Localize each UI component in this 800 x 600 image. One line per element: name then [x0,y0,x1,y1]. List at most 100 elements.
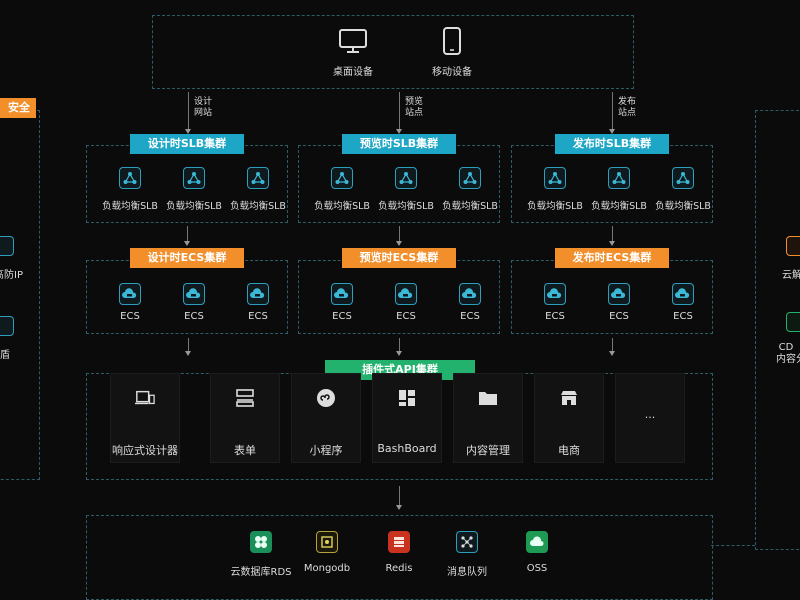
route-arrow-design [185,92,191,134]
ecs-item-label: ECS [120,311,140,322]
plugin-more: ... [615,373,685,463]
ecs-server-icon [672,283,694,305]
laptop-icon [135,388,155,408]
ecs-server-icon [459,283,481,305]
slb-item-label: 负载均衡SLB [166,201,222,212]
storage-label: Redis [385,563,413,574]
arrow-slb-to-ecs-0 [184,226,190,246]
cloud-dns-icon [786,236,800,256]
devices-box [152,15,634,89]
slb-item-label: 负载均衡SLB [655,201,711,212]
load-balancer-icon [183,167,205,189]
desktop-icon [338,28,368,58]
cdn-icon [786,312,800,332]
slb-item-label: 负载均衡SLB [102,201,158,212]
slb-cluster-badge-0: 设计时SLB集群 [130,134,244,154]
slb-cluster-badge-1: 预览时SLB集群 [342,134,456,154]
storage-redis: Redis [364,527,434,577]
load-balancer-icon [672,167,694,189]
load-balancer-icon [459,167,481,189]
waf-label: 盾 [0,350,10,361]
right-connector [711,545,755,546]
load-balancer-icon [247,167,269,189]
ecs-item-label: ECS [609,311,629,322]
arrow-slb-to-ecs-1 [396,226,402,246]
load-balancer-icon [119,167,141,189]
right-panel [755,110,800,550]
form-icon [235,388,255,408]
message-queue-icon [456,531,478,553]
waf-icon [0,316,14,336]
route-label-preview: 预览站点 [405,97,424,118]
plugin-label: 响应式设计器 [112,444,178,457]
ecs-server-icon [183,283,205,305]
route-arrow-publish [609,92,615,134]
plugin-label: BashBoard [377,442,437,455]
storage-label: OSS [526,563,548,574]
slb-item-label: 负载均衡SLB [314,201,370,212]
plugin-label: 电商 [558,444,580,457]
load-balancer-icon [544,167,566,189]
ecs-item-label: ECS [673,311,693,322]
storage-rds: 云数据库RDS [226,527,296,578]
mongodb-icon [316,531,338,553]
slb-item-label: 负载均衡SLB [527,201,583,212]
plugin-ecommerce: 电商 [534,373,604,463]
storage-mongodb: Mongodb [292,527,362,577]
route-label-publish: 发布站点 [618,97,637,118]
ecs-cluster-badge-2: 发布时ECS集群 [555,248,669,268]
dashboard-icon [397,388,417,408]
ecs-item-label: ECS [184,311,204,322]
storage-message-queue: 消息队列 [432,527,502,578]
arrow-ecs-to-api-1 [185,338,191,356]
route-label-design: 设计网站 [194,97,213,118]
load-balancer-icon [395,167,417,189]
ecs-server-icon [395,283,417,305]
plugin-dashboard: BashBoard [372,373,442,463]
left-security-panel [0,110,40,480]
ecs-cluster-badge-0: 设计时ECS集群 [130,248,244,268]
ecs-server-icon [119,283,141,305]
ecs-server-icon [331,283,353,305]
slb-item-label: 负载均衡SLB [442,201,498,212]
mobile-label: 移动设备 [432,67,472,78]
plugin-label: 小程序 [309,444,343,457]
cdn-label: CD内容分 [776,342,800,365]
plugin-responsive-designer: 响应式设计器 [110,373,180,463]
oss-icon [526,531,548,553]
arrow-ecs-to-api-2 [396,338,402,356]
storage-label: 云数据库RDS [230,567,292,578]
folder-icon [478,388,498,408]
plugin-label: 表单 [234,444,256,457]
ecs-item-label: ECS [545,311,565,322]
ecs-item-label: ECS [460,311,480,322]
ecs-server-icon [247,283,269,305]
security-badge: 安全 [0,98,36,118]
arrow-api-to-storage [396,486,402,510]
mobile-icon [441,26,463,60]
ecs-cluster-badge-1: 预览时ECS集群 [342,248,456,268]
anti-ddos-icon [0,236,14,256]
storage-oss: OSS [502,527,572,577]
ecs-item-label: ECS [396,311,416,322]
storage-label: 消息队列 [447,567,487,578]
slb-item-label: 负载均衡SLB [378,201,434,212]
arrow-ecs-to-api-3 [609,338,615,356]
storage-label: Mongodb [303,563,351,574]
mini-program-icon [316,388,336,408]
ecs-server-icon [608,283,630,305]
load-balancer-icon [608,167,630,189]
ecs-item-label: ECS [332,311,352,322]
anti-ddos-label: 高防IP [0,270,23,281]
plugin-mini-program: 小程序 [291,373,361,463]
route-arrow-preview [396,92,402,134]
plugin-content-management: 内容管理 [453,373,523,463]
redis-icon [388,531,410,553]
slb-item-label: 负载均衡SLB [591,201,647,212]
store-icon [559,388,579,408]
slb-cluster-badge-2: 发布时SLB集群 [555,134,669,154]
desktop-label: 桌面设备 [333,67,373,78]
plugin-label: 内容管理 [466,444,510,457]
ecs-server-icon [544,283,566,305]
cloud-dns-label: 云解 [782,270,800,281]
